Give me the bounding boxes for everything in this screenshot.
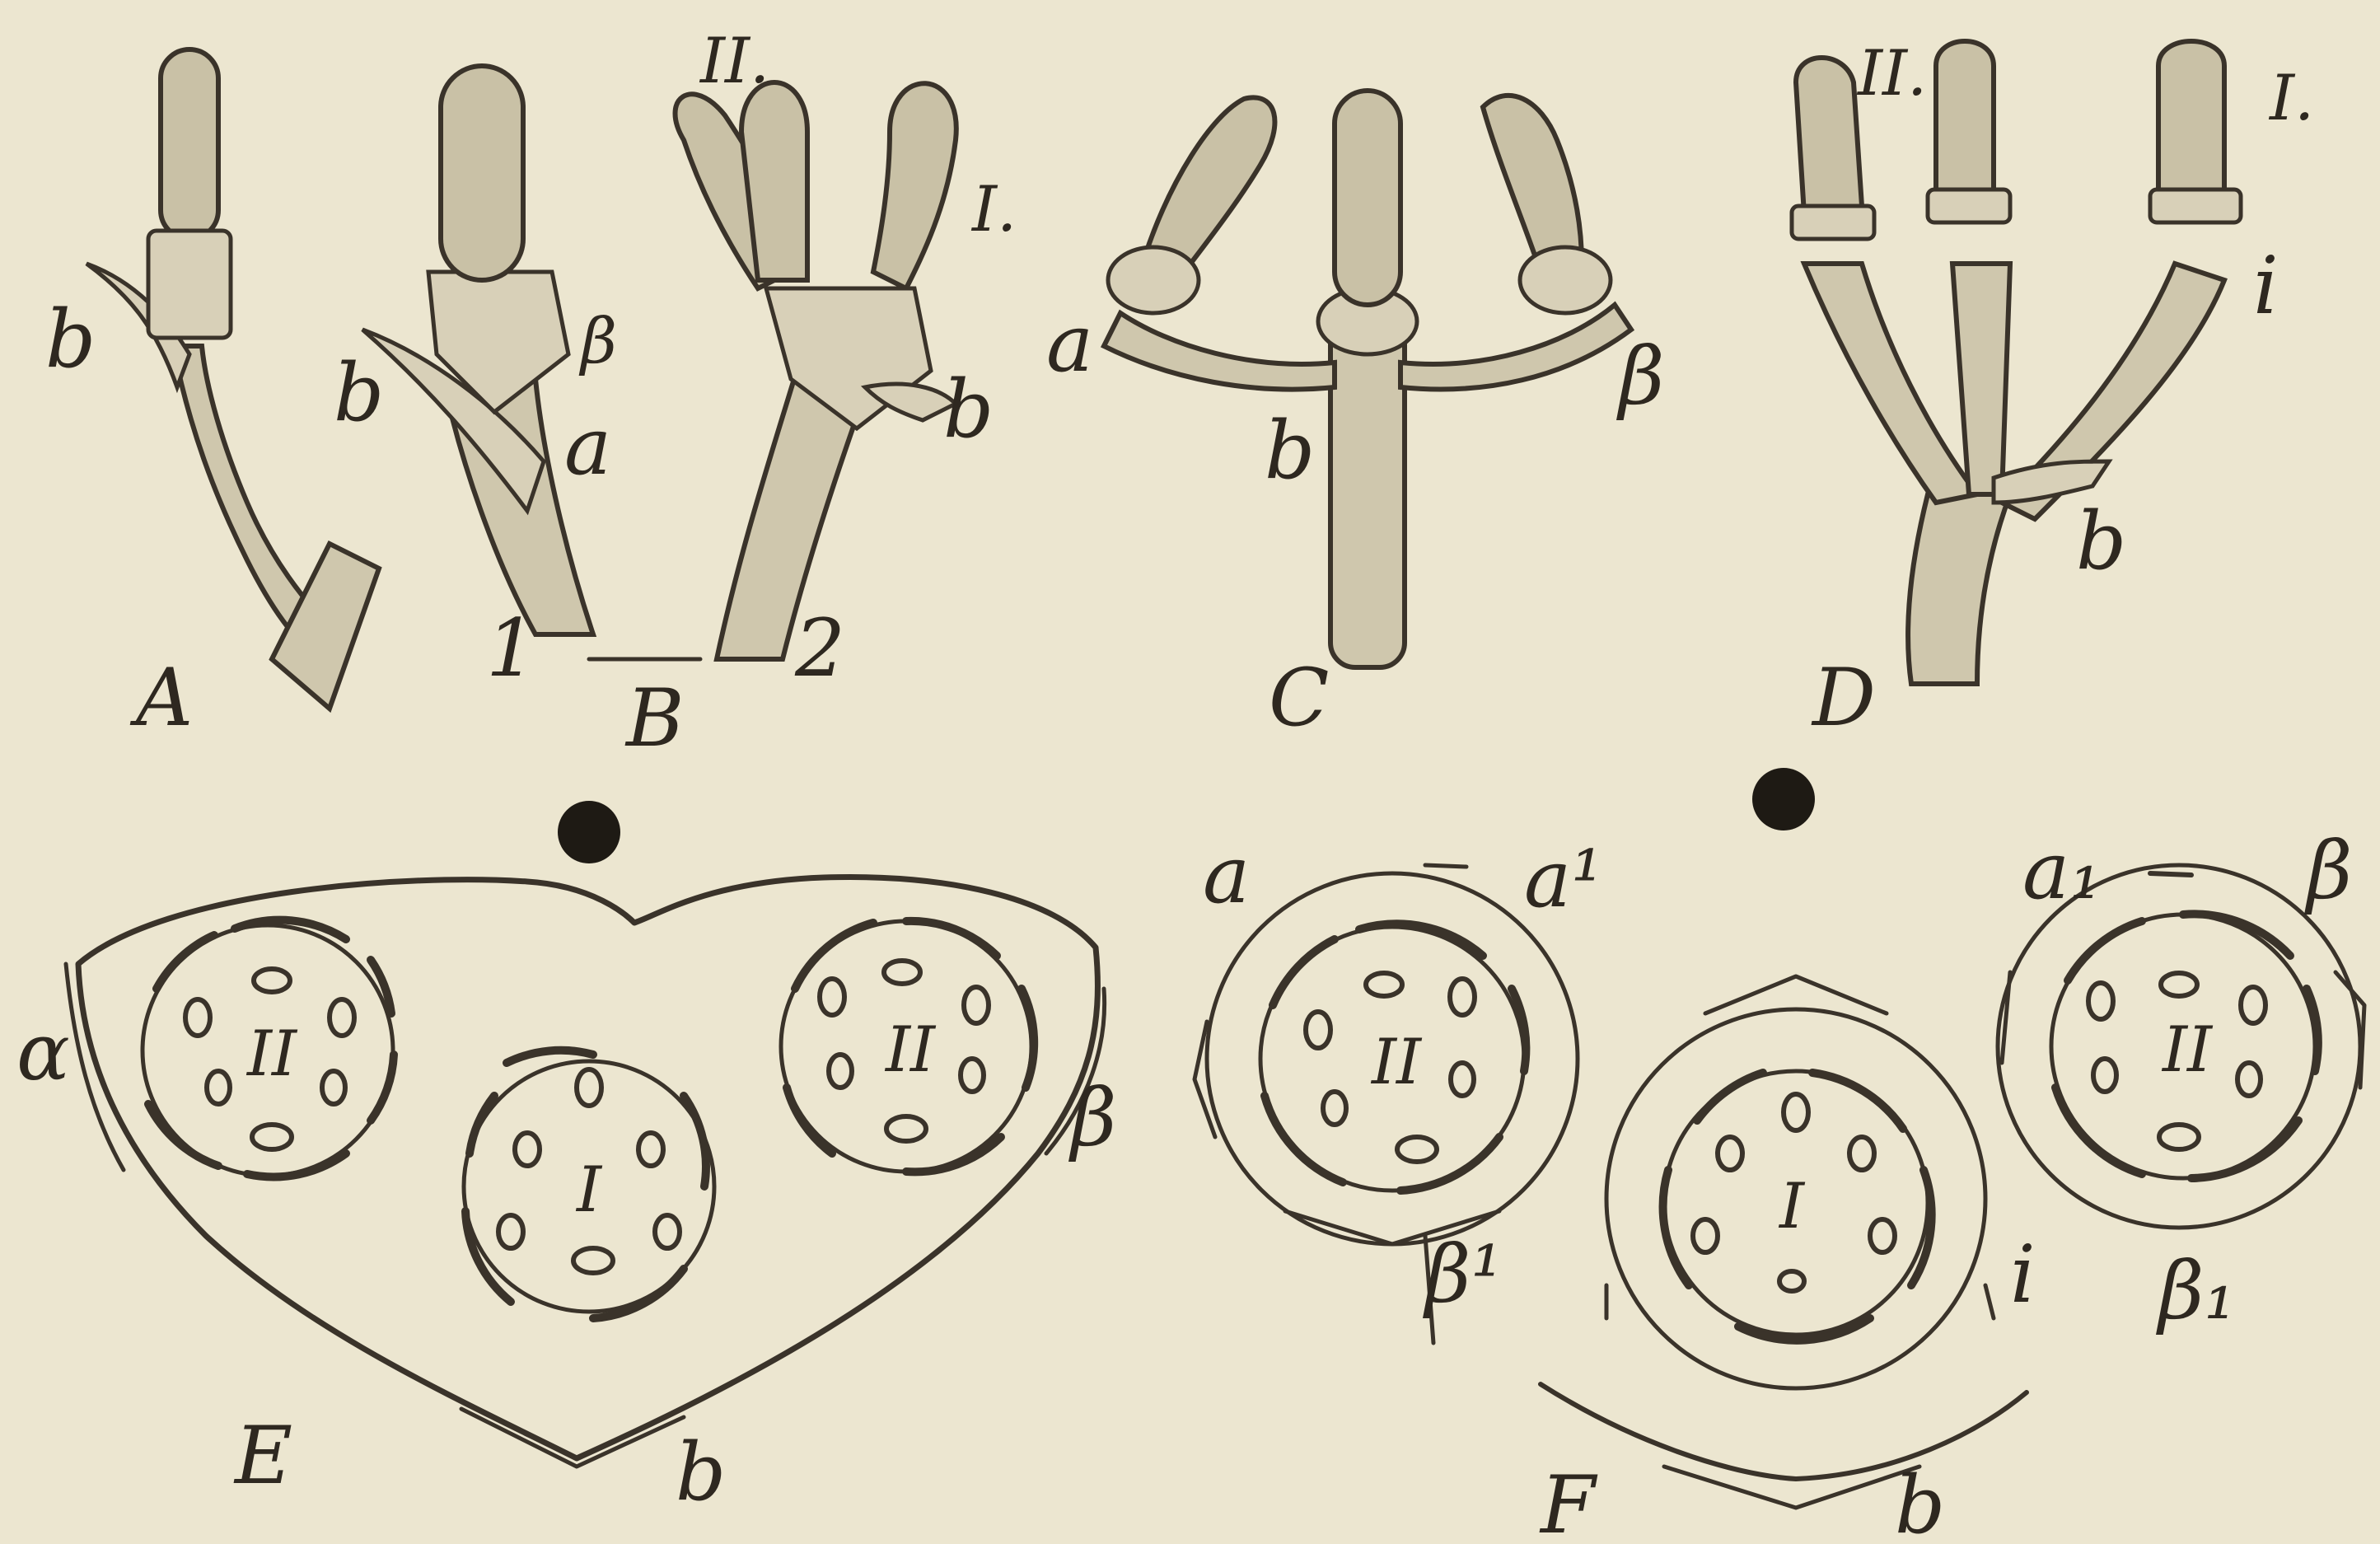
fig-e-label-alpha: α bbox=[16, 1006, 70, 1098]
fig-b-label-beta: β bbox=[578, 304, 617, 377]
fig-b-label-alpha: a bbox=[564, 400, 611, 493]
fig-e-label-I: I bbox=[575, 1153, 603, 1226]
fig-f-label-II-right: II bbox=[2161, 1013, 2214, 1086]
fig-b-label-I: I. bbox=[970, 172, 1017, 246]
fig-f-title: F bbox=[1539, 1459, 1598, 1544]
fig-f-label-II-left: II bbox=[1370, 1025, 1423, 1098]
fig-c-label-beta: β bbox=[1616, 330, 1665, 423]
fig-e-title: E bbox=[233, 1410, 292, 1502]
fig-d-label-b: b bbox=[2076, 495, 2126, 587]
fig-f-label-beta1: β¹ bbox=[1423, 1228, 1503, 1321]
fig-d-label-I: I. bbox=[2268, 61, 2314, 134]
fig-e-label-b: b bbox=[676, 1426, 726, 1518]
fig-b-title: B bbox=[624, 672, 685, 765]
fig-f-label-alpha1: a¹ bbox=[1524, 833, 1603, 925]
fig-f-label-I: I bbox=[1778, 1169, 1806, 1242]
fig-e-label-beta: β bbox=[1068, 1072, 1117, 1164]
fig-f-label-i: i bbox=[2010, 1228, 2036, 1321]
axis-dot-left bbox=[558, 801, 620, 863]
fig-f-label-beta-sub1: β₁ bbox=[2156, 1245, 2236, 1337]
fig-d-title: D bbox=[1811, 652, 1876, 744]
fig-f-label-alpha: a bbox=[1203, 829, 1250, 921]
figure-b-drawing bbox=[362, 66, 956, 659]
fig-e-label-II-left: II bbox=[245, 1017, 298, 1090]
fig-a-title: A bbox=[129, 652, 193, 744]
fig-e-label-II-right: II bbox=[884, 1013, 937, 1086]
fig-b-label-b: b bbox=[334, 347, 384, 439]
fig-b-label-1: 1 bbox=[486, 602, 536, 695]
fig-c-title: C bbox=[1269, 652, 1329, 744]
fig-c-label-b: b bbox=[1265, 405, 1315, 497]
fig-c-label-alpha: a bbox=[1046, 297, 1093, 390]
axis-dot-right bbox=[1752, 768, 1815, 830]
fig-b-label-b2: b bbox=[943, 363, 994, 456]
fig-f-label-alpha-sub1: a₁ bbox=[2022, 825, 2102, 917]
fig-b-label-2: 2 bbox=[794, 602, 845, 695]
fig-f-label-b: b bbox=[1895, 1459, 1945, 1544]
fig-f-label-beta: β bbox=[2304, 825, 2353, 917]
fig-d-label-i: i bbox=[2253, 240, 2279, 332]
figure-d-drawing bbox=[1792, 41, 2241, 684]
figure-c-drawing bbox=[1104, 91, 1631, 667]
fig-a-label-b: b bbox=[45, 293, 96, 386]
fig-b-label-II: II. bbox=[699, 24, 769, 97]
fig-d-label-II: II. bbox=[1856, 36, 1927, 110]
